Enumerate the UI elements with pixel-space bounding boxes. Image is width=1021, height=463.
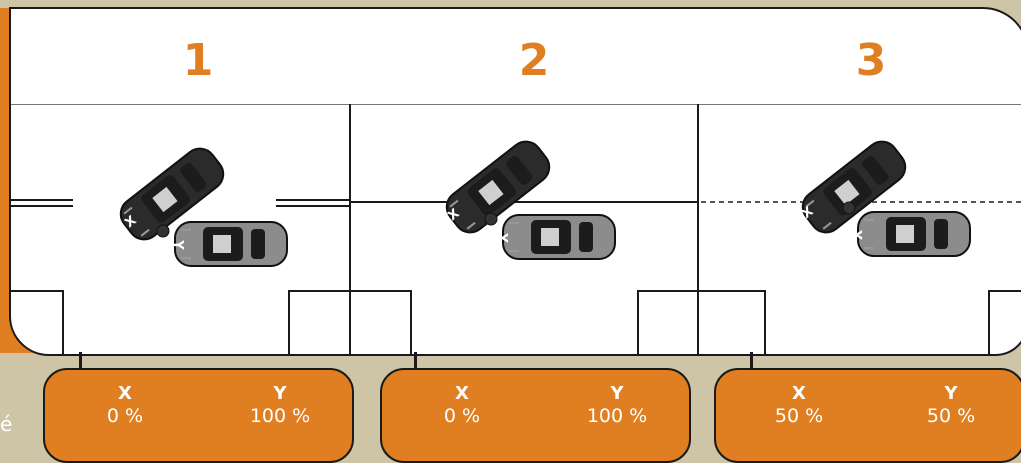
scenario-3-values: X 50 % Y 50 % bbox=[714, 368, 1021, 463]
y-value: 50 % bbox=[896, 404, 1006, 428]
car-y-label: Y bbox=[848, 229, 863, 240]
car-y-label: Y bbox=[494, 232, 509, 243]
y-label: Y bbox=[562, 384, 672, 404]
y-share: Y 100 % bbox=[562, 384, 672, 428]
y-share: Y 50 % bbox=[896, 384, 1006, 428]
y-share: Y 100 % bbox=[225, 384, 335, 428]
side-text-fragment: é bbox=[0, 412, 12, 436]
x-label: X bbox=[744, 384, 854, 404]
car-y-icon bbox=[858, 212, 970, 256]
scenario-1-values: X 0 % Y 100 % bbox=[43, 368, 354, 463]
y-value: 100 % bbox=[562, 404, 672, 428]
x-value: 50 % bbox=[744, 404, 854, 428]
scene-drawing: X Y X Y X Y bbox=[11, 9, 1021, 354]
car-y-icon bbox=[503, 215, 615, 259]
y-value: 100 % bbox=[225, 404, 335, 428]
x-share: X 0 % bbox=[407, 384, 517, 428]
y-label: Y bbox=[896, 384, 1006, 404]
y-label: Y bbox=[225, 384, 335, 404]
diagram-panel: 1 2 3 bbox=[9, 7, 1021, 356]
x-value: 0 % bbox=[407, 404, 517, 428]
collision-point-icon bbox=[843, 202, 855, 214]
car-y-icon bbox=[175, 222, 287, 266]
x-share: X 0 % bbox=[70, 384, 180, 428]
x-value: 0 % bbox=[70, 404, 180, 428]
x-label: X bbox=[407, 384, 517, 404]
x-label: X bbox=[70, 384, 180, 404]
scenario-2-values: X 0 % Y 100 % bbox=[380, 368, 691, 463]
x-share: X 50 % bbox=[744, 384, 854, 428]
road-markings-1 bbox=[11, 200, 349, 354]
collision-point-icon bbox=[157, 225, 169, 237]
collision-point-icon bbox=[485, 213, 497, 225]
car-y-label: Y bbox=[170, 239, 185, 250]
